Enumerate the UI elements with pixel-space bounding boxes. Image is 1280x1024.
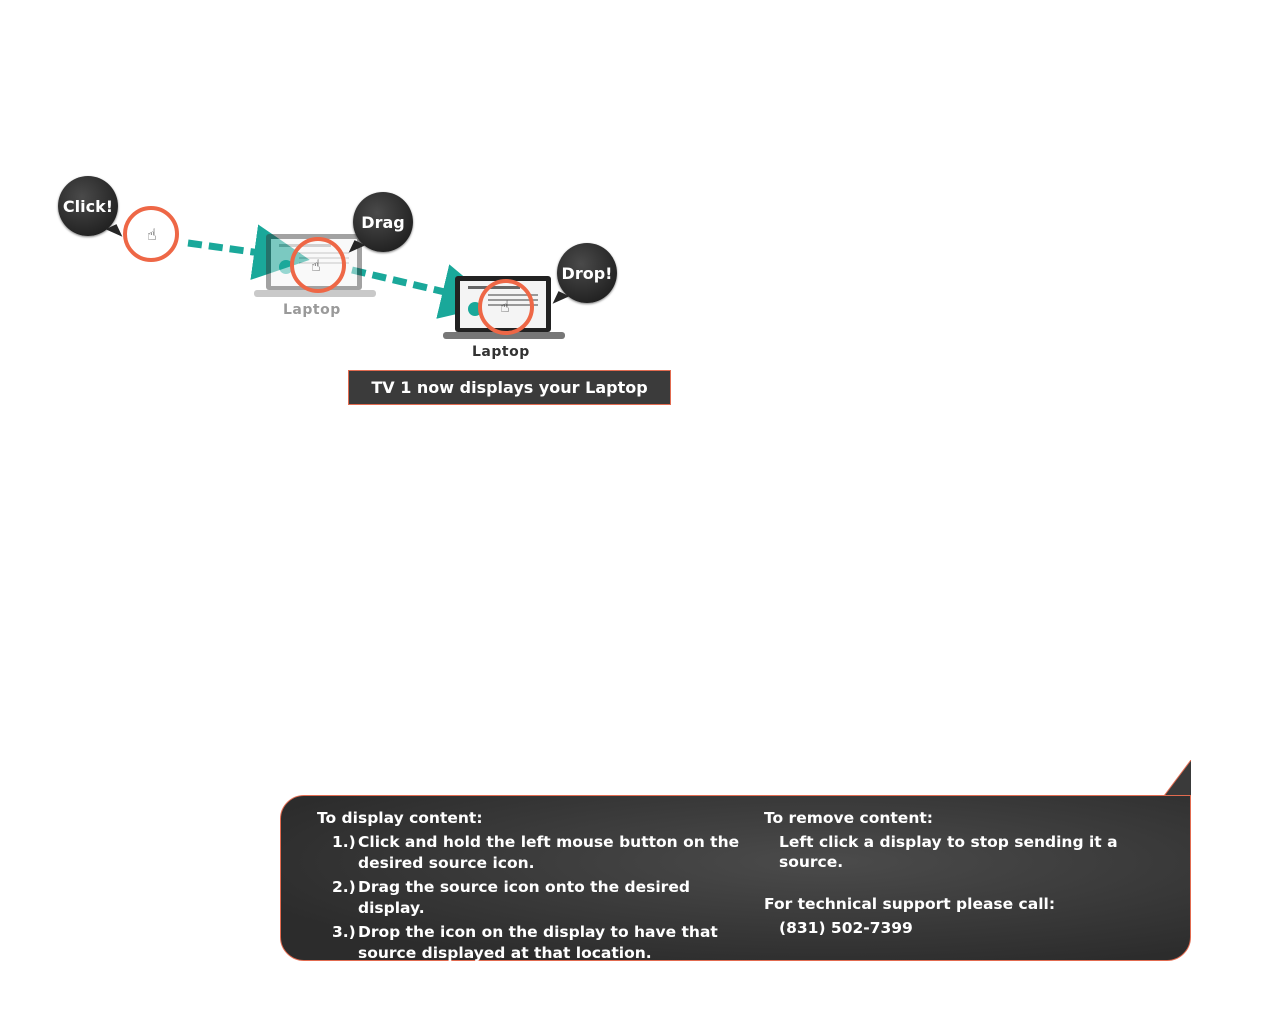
instruction-step: 1.) Click and hold the left mouse button…: [332, 832, 757, 874]
drag-bubble-text: Drag: [361, 212, 405, 232]
support-phone: (831) 502-7399: [779, 919, 913, 937]
hand-cursor-icon: ☝: [500, 297, 510, 316]
step-number: 3.): [332, 923, 356, 941]
status-message-bar: TV 1 now displays your Laptop: [348, 370, 671, 405]
help-panel: To display content: 1.) Click and hold t…: [280, 795, 1191, 962]
drop-target-ring: [478, 279, 534, 335]
remove-and-support-info: To remove content: Left click a display …: [764, 808, 1184, 938]
support-heading: For technical support please call:: [764, 895, 1056, 913]
drag-target-ring: [290, 237, 346, 293]
drop-bubble-text: Drop!: [561, 263, 613, 283]
drag-bubble: Drag: [353, 192, 413, 252]
remove-text: Left click a display to stop sending it …: [779, 833, 1118, 871]
step-text: Drop the icon on the display to have tha…: [358, 923, 718, 962]
instruction-step: 2.) Drag the source icon onto the desire…: [332, 877, 757, 919]
step-text: Drag the source icon onto the desired di…: [358, 878, 690, 917]
laptop-label: Laptop: [472, 344, 530, 360]
step-text: Click and hold the left mouse button on …: [358, 833, 740, 872]
instruction-step: 3.) Drop the icon on the display to have…: [332, 922, 757, 964]
ghost-laptop-label: Laptop: [283, 302, 341, 318]
step-number: 2.): [332, 878, 356, 896]
step-number: 1.): [332, 833, 356, 851]
dashed-arrows: [187, 224, 498, 319]
hand-cursor-icon: ☝: [311, 256, 321, 275]
panel-tab: [1164, 760, 1191, 797]
click-bubble-text: Click!: [62, 196, 114, 216]
remove-heading: To remove content:: [764, 809, 933, 827]
dashed-arrow-icon: [187, 224, 310, 280]
display-instructions: To display content: 1.) Click and hold t…: [317, 808, 757, 967]
drop-bubble: Drop!: [557, 243, 617, 303]
click-bubble: Click!: [58, 176, 118, 236]
click-target-ring: [123, 206, 179, 262]
hand-cursor-icon: ☝: [147, 225, 157, 244]
status-message: TV 1 now displays your Laptop: [371, 378, 648, 397]
display-heading: To display content:: [317, 809, 483, 827]
